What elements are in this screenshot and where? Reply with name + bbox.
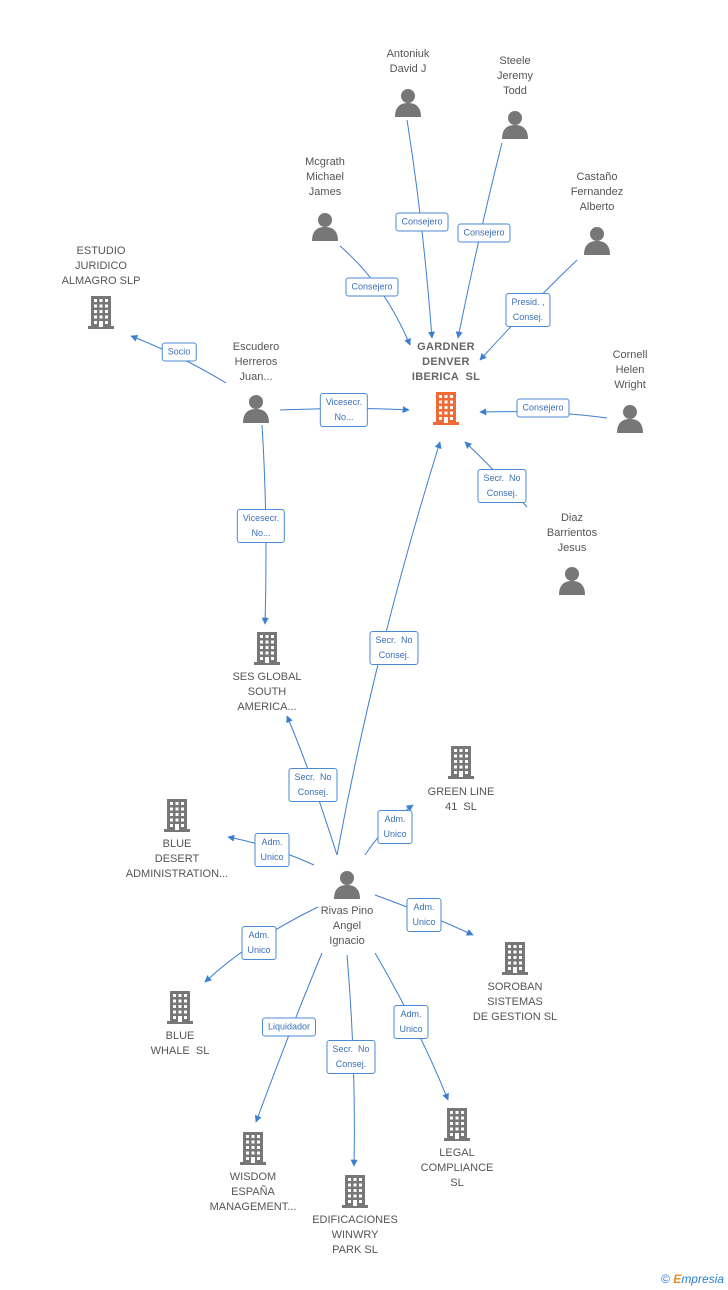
person-icon[interactable] [582,225,612,260]
brand-logo-initial: E [673,1272,682,1286]
node-label: Antoniuk David J [386,48,430,75]
node-antoniuk[interactable]: Antoniuk David J [387,47,430,77]
node-mcgrath[interactable]: Mcgrath Michael James [305,155,345,200]
edge-label[interactable]: Secr. No Consej. [369,631,419,665]
node-label: Castaño Fernandez Alberto [570,171,624,213]
node-cornell[interactable]: Cornell Helen Wright [613,348,648,393]
node-label: Escudero Herreros Juan... [232,341,280,383]
node-label: Steele Jeremy Todd [496,55,534,97]
person-icon[interactable] [500,109,530,144]
empresia-brand[interactable]: © Empresia [661,1272,724,1286]
edge-label[interactable]: Adm. Unico [377,810,413,844]
edge-label[interactable]: Adm. Unico [254,833,290,867]
node-label: GREEN LINE 41 SL [427,786,495,813]
company-building-icon[interactable] [432,391,460,430]
node-label: BLUE DESERT ADMINISTRATION... [125,838,229,880]
node-escudero[interactable]: Escudero Herreros Juan... [233,340,279,385]
person-icon[interactable] [557,565,587,600]
edge-label[interactable]: Vicesecr. No... [319,393,369,427]
node-label: LEGAL COMPLIANCE SL [420,1147,494,1189]
edge-rivas-wisdom [254,952,323,1123]
company-building-icon[interactable] [166,990,194,1029]
edge-label[interactable]: Consejero [457,223,511,243]
node-label: GARDNER DENVER IBERICA SL [411,341,481,383]
company-building-icon[interactable] [447,745,475,784]
company-building-icon[interactable] [443,1107,471,1146]
company-building-icon[interactable] [341,1174,369,1213]
node-edificaciones[interactable]: EDIFICACIONES WINWRY PARK SL [312,1213,398,1258]
node-label: ESTUDIO JURIDICO ALMAGRO SLP [61,245,141,287]
person-icon[interactable] [615,403,645,438]
edge-label[interactable]: Consejero [516,398,570,418]
edge-label[interactable]: Adm. Unico [406,898,442,932]
edge-label[interactable]: Consejero [345,277,399,297]
node-label: Mcgrath Michael James [305,156,345,198]
node-rivas[interactable]: Rivas Pino Angel Ignacio [321,904,374,949]
person-icon[interactable] [393,87,423,122]
node-steele[interactable]: Steele Jeremy Todd [497,54,533,99]
node-label: Cornell Helen Wright [612,349,648,391]
node-legal[interactable]: LEGAL COMPLIANCE SL [421,1146,494,1191]
node-greenline[interactable]: GREEN LINE 41 SL [428,785,495,815]
node-bluedesert[interactable]: BLUE DESERT ADMINISTRATION... [126,837,228,882]
edge-label[interactable]: Socio [161,342,197,362]
node-label: SOROBAN SISTEMAS DE GESTION SL [472,981,558,1023]
company-building-icon[interactable] [87,295,115,334]
node-ses[interactable]: SES GLOBAL SOUTH AMERICA... [232,670,301,715]
company-building-icon[interactable] [163,798,191,837]
node-label: Rivas Pino Angel Ignacio [320,905,374,947]
node-estudio[interactable]: ESTUDIO JURIDICO ALMAGRO SLP [62,244,141,289]
edge-label[interactable]: Consejero [395,212,449,232]
edge-label[interactable]: Adm. Unico [241,926,277,960]
edge-label[interactable]: Adm. Unico [393,1005,429,1039]
edge-label[interactable]: Secr. No Consej. [477,469,527,503]
node-soroban[interactable]: SOROBAN SISTEMAS DE GESTION SL [473,980,557,1025]
company-building-icon[interactable] [239,1131,267,1170]
node-gardner[interactable]: GARDNER DENVER IBERICA SL [412,340,480,385]
node-bluewhale[interactable]: BLUE WHALE SL [151,1029,210,1059]
person-icon[interactable] [241,393,271,428]
copyright-icon: © [661,1272,670,1286]
company-building-icon[interactable] [253,631,281,670]
company-building-icon[interactable] [501,941,529,980]
person-icon[interactable] [310,211,340,246]
edge-label[interactable]: Presid. , Consej. [505,293,551,327]
node-diaz[interactable]: Diaz Barrientos Jesus [547,511,597,556]
node-label: EDIFICACIONES WINWRY PARK SL [312,1214,398,1256]
node-label: BLUE WHALE SL [150,1030,210,1057]
brand-logo-name: mpresia [681,1272,724,1286]
edge-label[interactable]: Liquidador [261,1017,317,1037]
edge-label[interactable]: Secr. No Consej. [326,1040,376,1074]
node-wisdom[interactable]: WISDOM ESPAÑA MANAGEMENT... [210,1170,297,1215]
edge-label[interactable]: Secr. No Consej. [288,768,338,802]
node-label: WISDOM ESPAÑA MANAGEMENT... [209,1171,297,1213]
node-label: SES GLOBAL SOUTH AMERICA... [232,671,302,713]
node-castano[interactable]: Castaño Fernandez Alberto [571,170,624,215]
person-icon[interactable] [332,869,362,904]
node-label: Diaz Barrientos Jesus [546,512,598,554]
edge-label[interactable]: Vicesecr. No... [236,509,286,543]
